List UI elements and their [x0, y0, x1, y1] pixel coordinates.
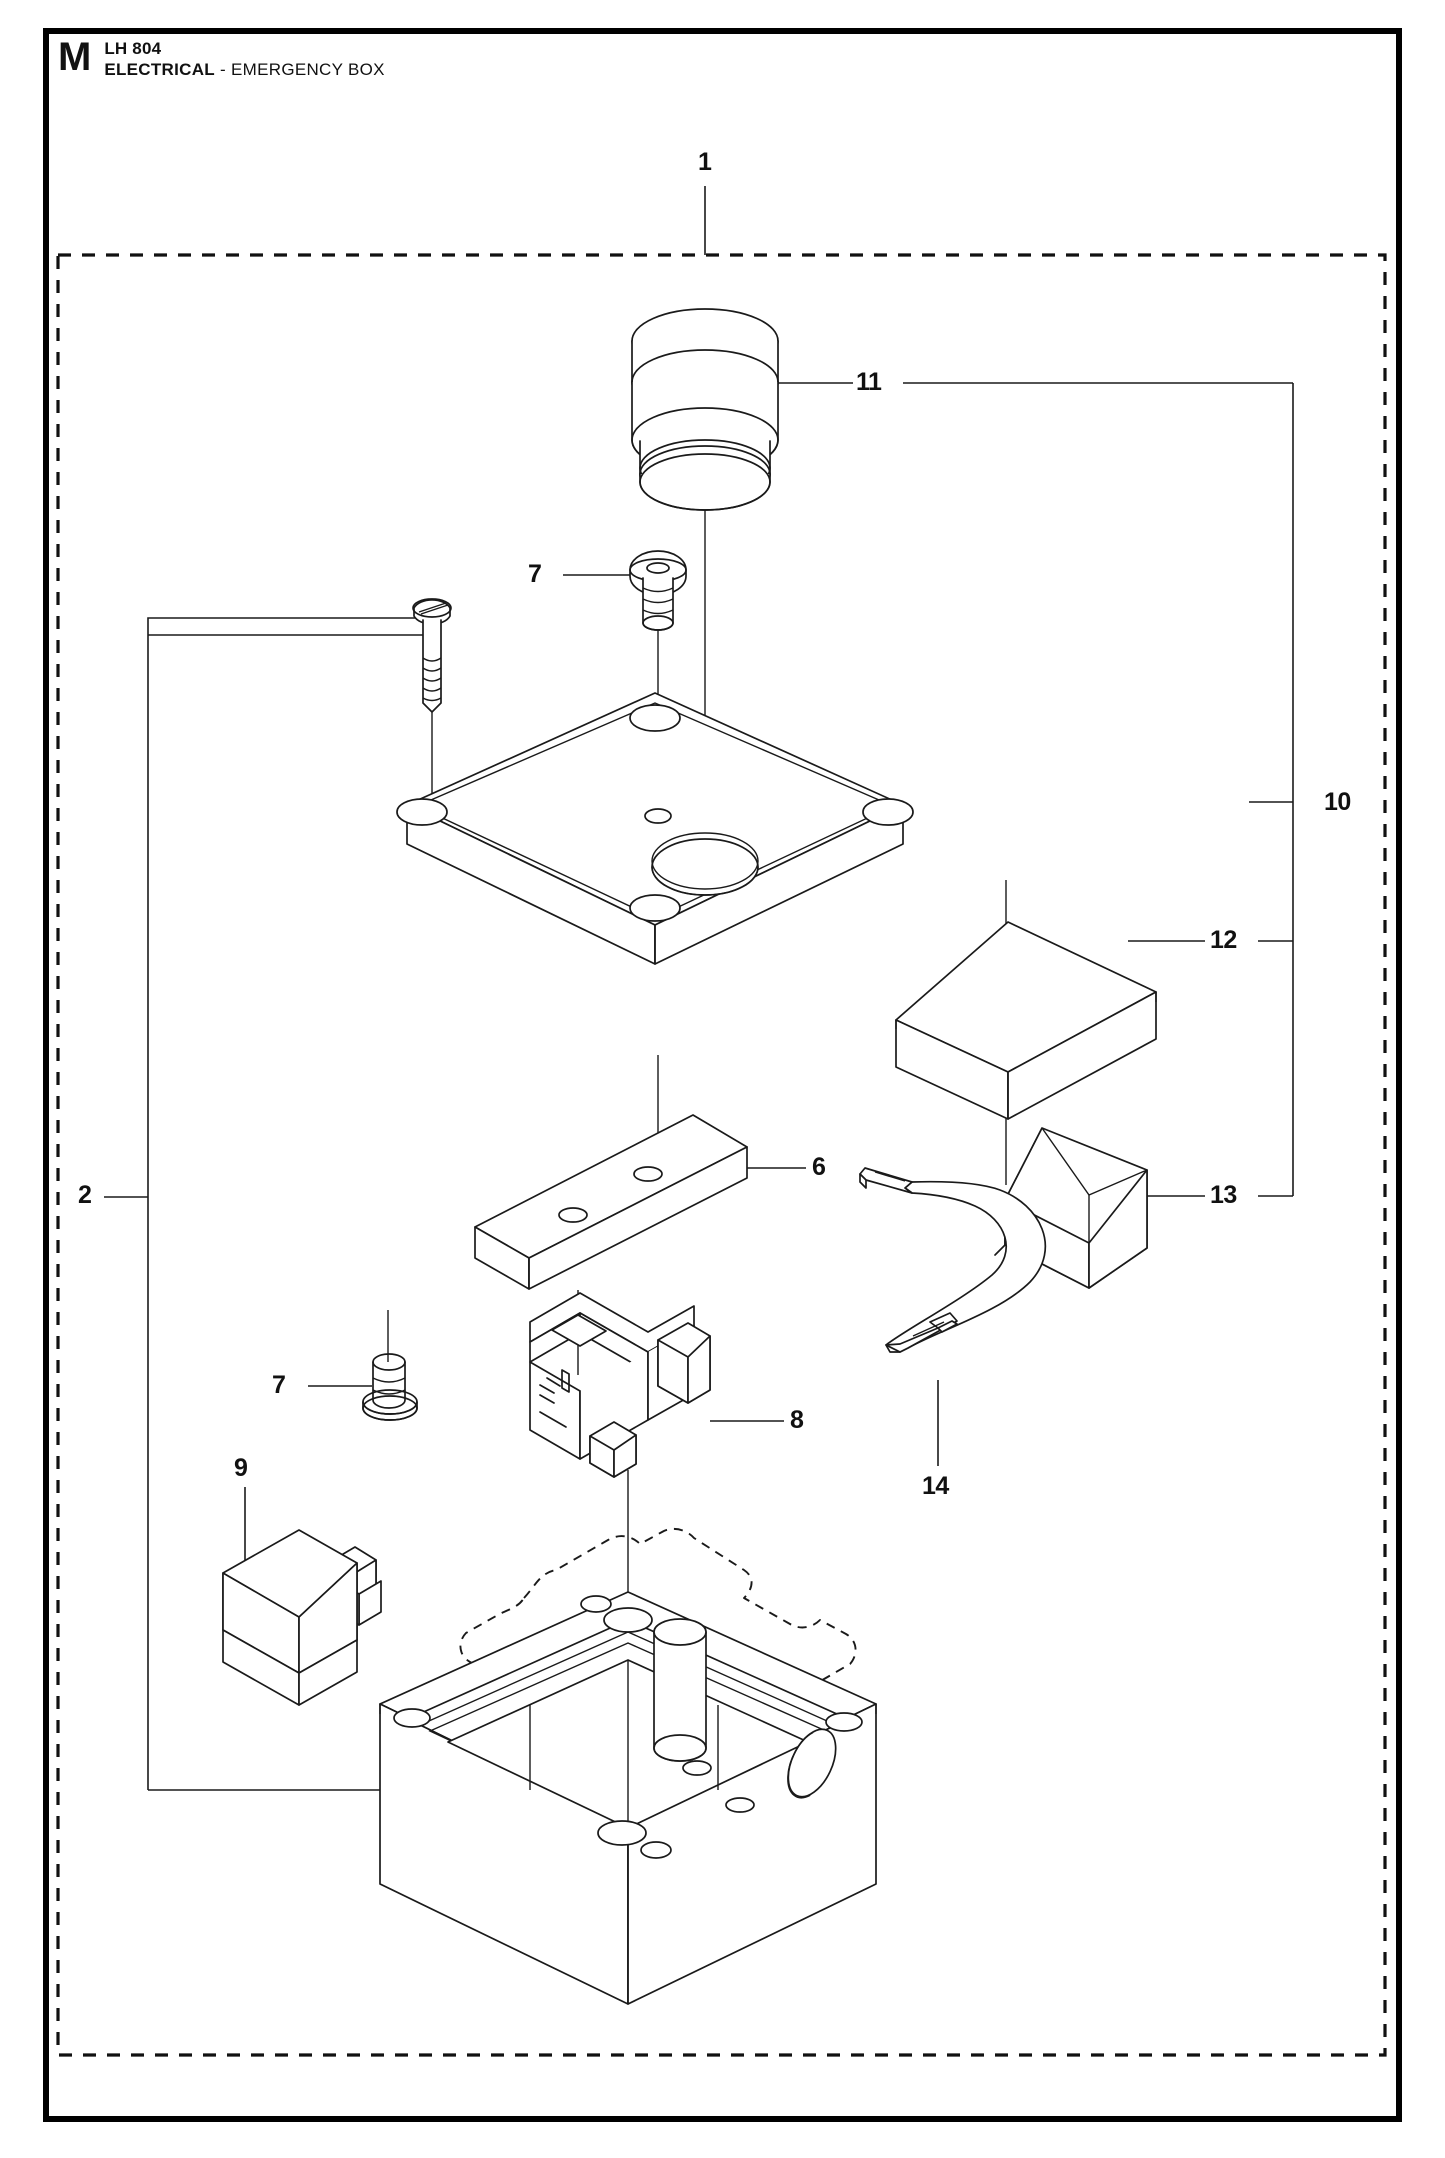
callout-label-13: 13	[1210, 1181, 1237, 1209]
leader-2-bracket	[104, 634, 450, 1791]
diagram-header: M LH 804 ELECTRICAL - EMERGENCY BOX	[58, 36, 385, 80]
section-title-primary: ELECTRICAL	[104, 60, 215, 79]
callout-label-6: 6	[812, 1153, 826, 1181]
callout-label-10: 10	[1324, 788, 1351, 816]
part-14-jumper-lead	[859, 1167, 1047, 1353]
callout-label-1: 1	[698, 148, 712, 176]
model-number: LH 804	[104, 39, 162, 58]
part-11-beacon-lamp	[631, 308, 779, 511]
long-slotted-screw	[412, 598, 452, 713]
enclosure-box	[379, 1591, 877, 2005]
header-titles: LH 804 ELECTRICAL - EMERGENCY BOX	[104, 36, 384, 80]
callout-label-8: 8	[790, 1406, 804, 1434]
callout-label-14: 14	[922, 1472, 949, 1500]
leader-10-bracket	[1249, 383, 1294, 1196]
section-letter: M	[58, 35, 91, 79]
part-12-control-module	[895, 921, 1157, 1120]
section-title: ELECTRICAL - EMERGENCY BOX	[104, 59, 384, 80]
callout-label-7-upper: 7	[528, 560, 542, 588]
cover-plate	[396, 692, 914, 965]
part-7-shoulder-screw-lower	[362, 1353, 418, 1421]
callout-label-9: 9	[234, 1454, 248, 1482]
part-7-pan-head-screw-upper	[629, 550, 687, 631]
page-border	[43, 28, 1402, 2122]
part-6-spacer-bar	[474, 1114, 748, 1290]
section-title-secondary: - EMERGENCY BOX	[215, 60, 385, 79]
leader-2-top-branch	[147, 617, 430, 635]
callout-label-7-lower: 7	[272, 1371, 286, 1399]
callout-label-11: 11	[856, 368, 882, 396]
callout-label-12: 12	[1210, 926, 1237, 954]
assembly-boundary-dashed	[56, 253, 1387, 2057]
part-8-emergency-stop-switch	[529, 1292, 711, 1478]
callout-label-2: 2	[78, 1181, 92, 1209]
part-9-relay	[222, 1529, 382, 1706]
